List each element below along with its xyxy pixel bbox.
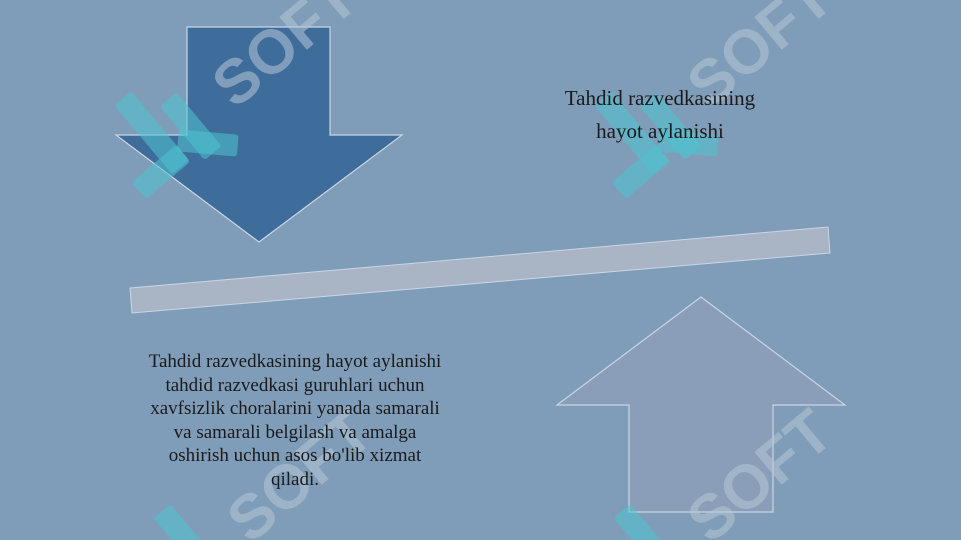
top-caption-line: hayot aylanishi <box>596 119 724 143</box>
up-arrow <box>555 296 847 513</box>
top-caption: Tahdid razvedkasining hayot aylanishi <box>520 82 800 148</box>
bottom-caption-line: Tahdid razvedkasining hayot aylanishi <box>148 351 442 372</box>
bottom-caption-line: oshirish uchun asos bo'lib xizmat <box>168 445 422 466</box>
balance-bar <box>129 226 831 314</box>
bottom-caption: Tahdid razvedkasining hayot aylanishi ta… <box>100 350 490 491</box>
bottom-caption-line: tahdid razvedkasi guruhlari uchun <box>165 374 425 396</box>
watermark-logo <box>115 92 719 540</box>
bottom-caption-line: xavfsizlik choralarini yanada samarali <box>150 398 440 419</box>
bottom-caption-line: va samarali belgilash va amalga <box>173 421 417 443</box>
bottom-caption-line: qiladi. <box>270 468 320 490</box>
top-caption-line: Tahdid razvedkasining <box>564 86 756 110</box>
down-arrow <box>114 26 404 243</box>
